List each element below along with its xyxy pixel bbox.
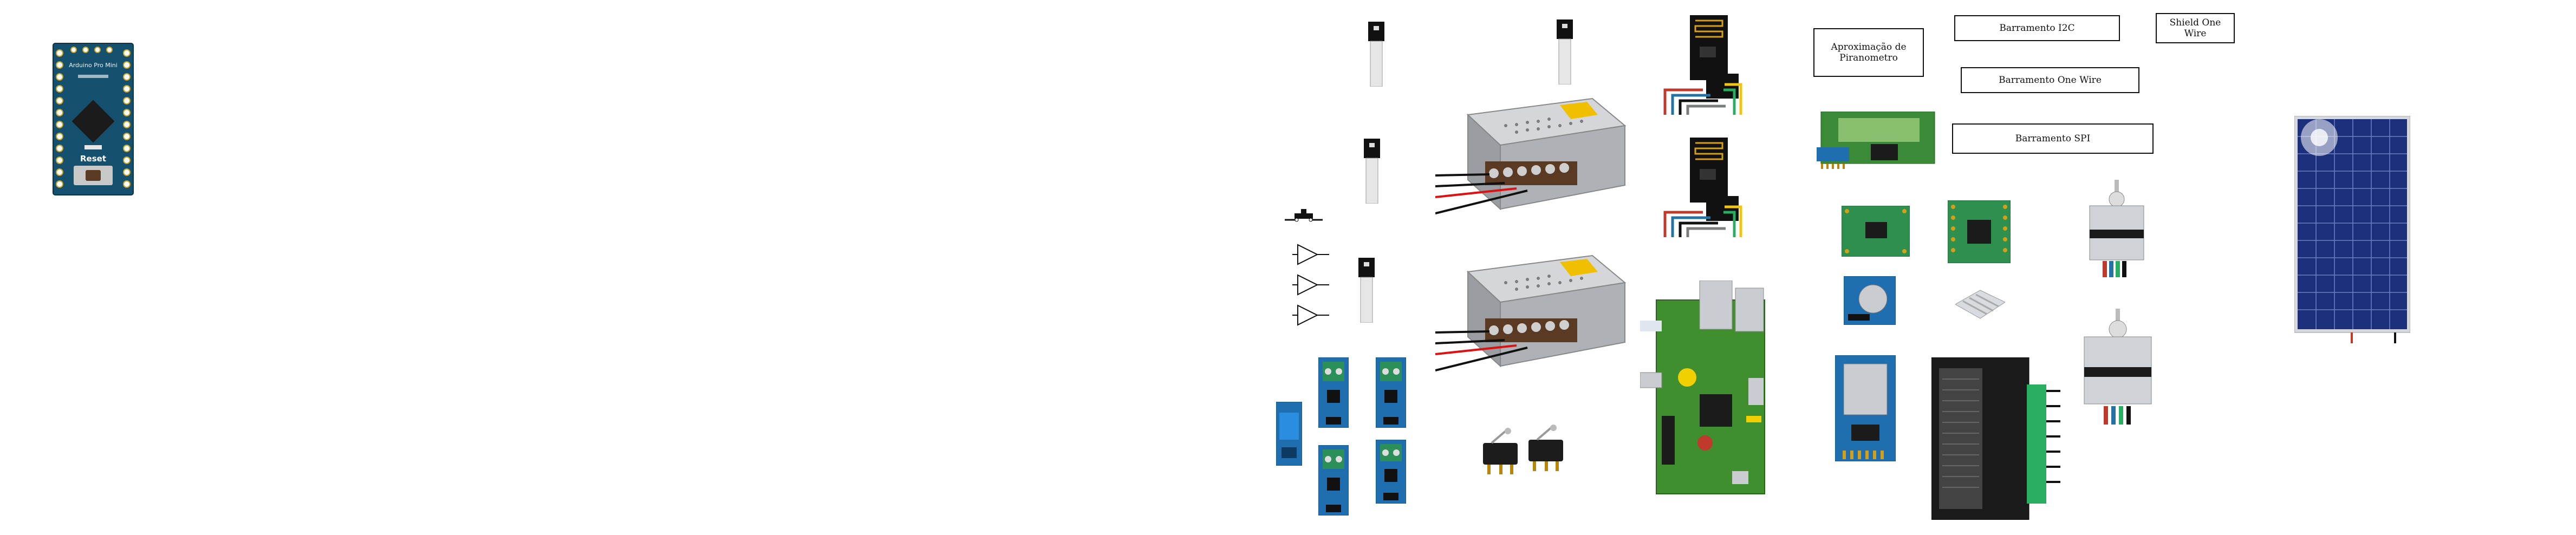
- current-sensor-module: [1376, 440, 1406, 504]
- limit-switch: [1524, 425, 1567, 473]
- buffer-gate-symbol: [1292, 273, 1330, 297]
- push-button-symbol: [1285, 209, 1323, 225]
- rtc-module: [1844, 276, 1896, 325]
- sensor-module: [1842, 206, 1910, 257]
- relay-module: [1276, 402, 1302, 466]
- buffer-gate-symbol: [1292, 243, 1330, 266]
- temperature-probe: [1358, 258, 1375, 323]
- buffer-gate-symbol: [1292, 303, 1330, 327]
- power-supply-unit: [1435, 250, 1630, 380]
- current-sensor-module: [1376, 357, 1406, 428]
- arduino-pro-mini-board: Arduino Pro Mini Reset: [52, 42, 134, 196]
- display-module: [1817, 112, 1937, 169]
- power-supply-unit: [1435, 93, 1630, 223]
- spi-bus-label: Barramento SPI: [1952, 123, 2154, 154]
- nrf24-radio-module: [1660, 136, 1762, 239]
- onewire-bus-label: Barramento One Wire: [1961, 67, 2139, 93]
- i2c-bus-label: Barramento I2C: [1954, 15, 2120, 41]
- limit-switch: [1479, 428, 1522, 477]
- heatsink: [1955, 283, 2005, 326]
- temperature-probe: [1557, 19, 1573, 84]
- sd-card-module: [1835, 355, 1896, 461]
- stepper-driver-board: [1948, 200, 2011, 263]
- solar-panel: [2294, 116, 2410, 343]
- nrf24-radio-module: [1660, 14, 1762, 117]
- stepper-motor: [2080, 309, 2156, 428]
- current-sensor-module: [1318, 357, 1349, 428]
- raspberry-pi-board: [1640, 280, 1785, 496]
- arduino-board-name: Arduino Pro Mini: [52, 62, 134, 69]
- current-sensor-module: [1318, 445, 1349, 516]
- temperature-probe: [1364, 139, 1380, 204]
- arduino-reset-label: Reset: [52, 154, 134, 164]
- piranometer-label: Aproximação de Piranometro: [1813, 28, 1924, 77]
- stepper-motor-driver: [1931, 357, 2061, 520]
- temperature-probe: [1368, 22, 1384, 87]
- onewire-shield-label: Shield One Wire: [2156, 13, 2235, 43]
- stepper-motor: [2084, 180, 2149, 280]
